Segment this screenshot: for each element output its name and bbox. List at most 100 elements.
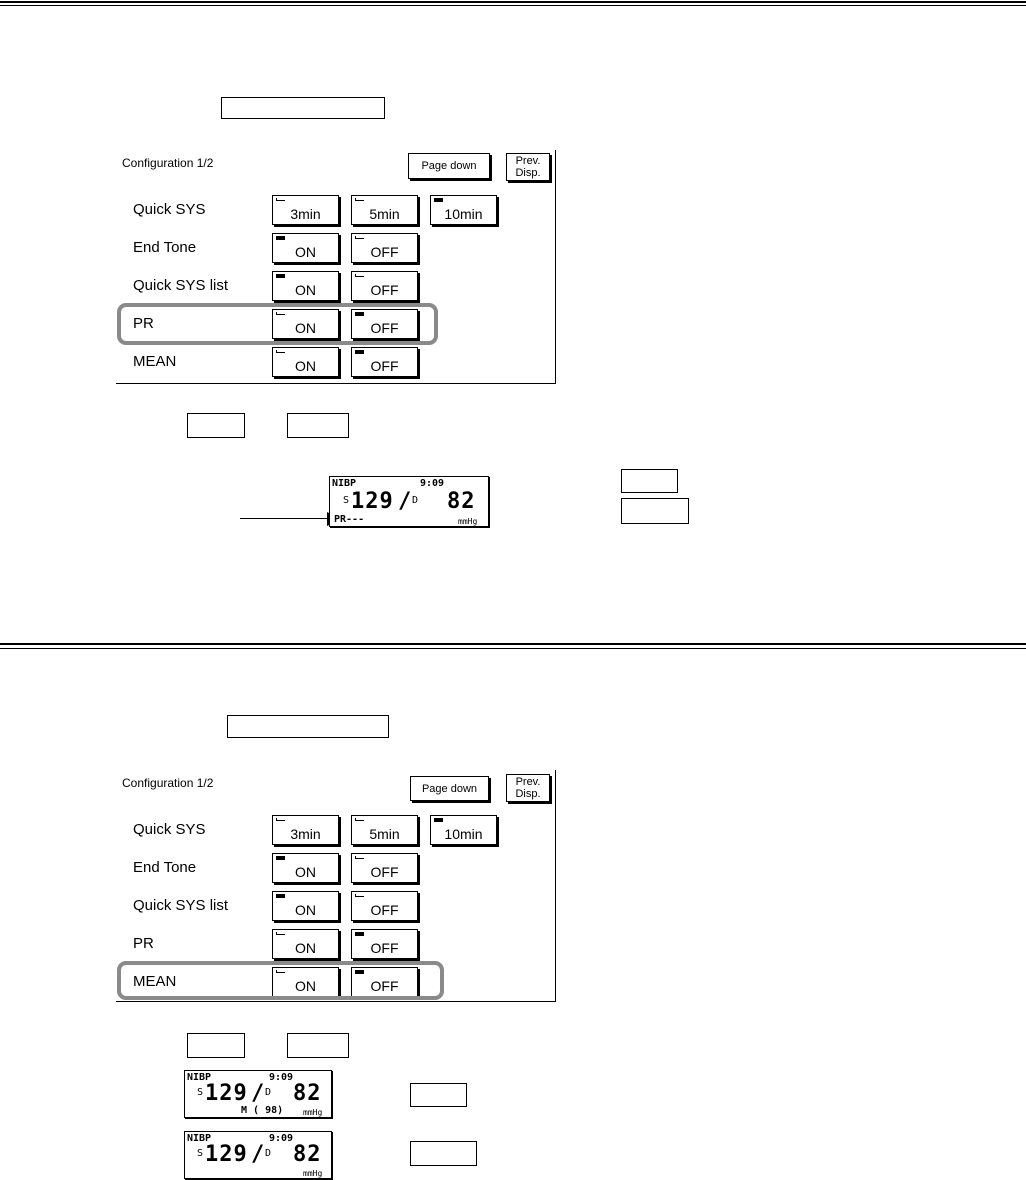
indicator-selected-icon: [276, 856, 285, 860]
section-rule-top: [0, 1, 1026, 3]
indicator-selected-icon: [434, 818, 443, 822]
mean-off-button[interactable]: OFF: [351, 347, 418, 377]
lcd-header: NIBP: [187, 1072, 212, 1083]
lcd-slash: /: [398, 489, 413, 514]
pr-row-highlight: [117, 303, 438, 345]
pr-off-button[interactable]: OFF: [351, 309, 418, 339]
lcd-header: NIBP: [187, 1133, 212, 1144]
end-tone-label: End Tone: [133, 859, 197, 876]
lcd-mean-readout: M ( 98): [241, 1105, 284, 1116]
quick-sys-3min-button[interactable]: 3min: [272, 815, 339, 845]
prev-disp-button[interactable]: Prev. Disp.: [506, 153, 550, 181]
quick-sys-list-on-button[interactable]: ON: [272, 891, 339, 921]
indicator-selected-icon: [276, 274, 285, 278]
quick-sys-label: Quick SYS: [133, 821, 206, 838]
quick-sys-10min-button[interactable]: 10min: [430, 195, 497, 225]
lcd-sys-value: 129: [351, 489, 394, 514]
end-tone-on-button[interactable]: ON: [272, 233, 339, 263]
section-rule-middle: [0, 643, 1026, 645]
end-tone-on-button[interactable]: ON: [272, 853, 339, 883]
lcd-time: 9:09: [269, 1133, 294, 1144]
redacted-key-box: [227, 715, 389, 738]
quick-sys-list-on-button[interactable]: ON: [272, 271, 339, 301]
indicator-selected-icon: [276, 894, 285, 898]
lcd-dia-label: D: [265, 1087, 272, 1098]
nibp-display-pr: NIBP 9:09 S 129 / D 82 PR--- mmHg: [329, 476, 489, 527]
quick-sys-list-off-button[interactable]: OFF: [351, 271, 418, 301]
lcd-header: NIBP: [332, 478, 357, 489]
pr-off-button[interactable]: OFF: [351, 929, 418, 959]
lcd-dia-value: 82: [293, 1142, 322, 1167]
indicator-icon: [276, 312, 285, 315]
redacted-key-box: [287, 413, 349, 438]
page-down-button[interactable]: Page down: [408, 153, 490, 179]
pr-label: PR: [133, 935, 154, 952]
mean-off-button[interactable]: OFF: [351, 967, 418, 997]
pr-label: PR: [133, 315, 154, 332]
pr-on-button[interactable]: ON: [272, 929, 339, 959]
redacted-key-box: [187, 1033, 245, 1058]
end-tone-off-button[interactable]: OFF: [351, 853, 418, 883]
lcd-slash: /: [251, 1142, 266, 1167]
lcd-sys-label: S: [197, 1087, 204, 1098]
indicator-icon: [355, 818, 364, 821]
end-tone-off-button[interactable]: OFF: [351, 233, 418, 263]
lcd-time: 9:09: [420, 478, 445, 489]
nibp-display-mean-on: NIBP 9:09 S 129 / D 82 M ( 98) mmHg: [184, 1070, 332, 1118]
mean-label: MEAN: [133, 353, 177, 370]
mean-label: MEAN: [133, 973, 177, 990]
redacted-key-box: [621, 498, 689, 524]
indicator-icon: [276, 198, 285, 201]
redacted-key-box: [221, 97, 385, 119]
lcd-sys-label: S: [197, 1148, 204, 1159]
redacted-key-box: [187, 413, 245, 438]
quick-sys-list-off-button[interactable]: OFF: [351, 891, 418, 921]
lcd-time: 9:09: [269, 1072, 294, 1083]
quick-sys-3min-button[interactable]: 3min: [272, 195, 339, 225]
mean-on-button[interactable]: ON: [272, 347, 339, 377]
page-down-button[interactable]: Page down: [410, 776, 489, 801]
redacted-key-box: [621, 469, 678, 493]
prev-disp-button[interactable]: Prev. Disp.: [506, 774, 550, 802]
mean-row-highlight: [117, 961, 444, 1000]
indicator-selected-icon: [276, 236, 285, 240]
pr-pointer-line: [240, 518, 328, 519]
indicator-icon: [276, 350, 285, 353]
indicator-icon: [355, 236, 364, 239]
indicator-icon: [276, 932, 285, 935]
section-rule-middle-2: [0, 648, 1026, 649]
quick-sys-5min-button[interactable]: 5min: [351, 815, 418, 845]
config-panel: Configuration 1/2 Page down Prev. Disp. …: [116, 150, 556, 384]
indicator-selected-icon: [355, 970, 364, 974]
indicator-selected-icon: [355, 312, 364, 316]
lcd-dia-label: D: [412, 495, 419, 506]
lcd-dia-value: 82: [447, 489, 476, 514]
quick-sys-list-label: Quick SYS list: [133, 897, 229, 914]
lcd-slash: /: [251, 1081, 266, 1106]
indicator-icon: [276, 818, 285, 821]
quick-sys-5min-button[interactable]: 5min: [351, 195, 418, 225]
quick-sys-label: Quick SYS: [133, 201, 206, 218]
lcd-sys-value: 129: [205, 1081, 248, 1106]
lcd-dia-label: D: [265, 1148, 272, 1159]
redacted-key-box: [410, 1083, 467, 1107]
indicator-icon: [355, 856, 364, 859]
redacted-key-box: [410, 1141, 477, 1166]
panel-title: Configuration 1/2: [122, 156, 214, 170]
nibp-display-mean-off: NIBP 9:09 S 129 / D 82 mmHg: [184, 1131, 332, 1179]
quick-sys-10min-button[interactable]: 10min: [430, 815, 497, 845]
indicator-icon: [355, 894, 364, 897]
indicator-selected-icon: [434, 198, 443, 202]
quick-sys-list-label: Quick SYS list: [133, 277, 229, 294]
indicator-selected-icon: [355, 932, 364, 936]
lcd-unit: mmHg: [303, 1169, 323, 1178]
lcd-dia-value: 82: [293, 1081, 322, 1106]
indicator-icon: [355, 274, 364, 277]
pr-on-button[interactable]: ON: [272, 309, 339, 339]
indicator-icon: [355, 198, 364, 201]
lcd-unit: mmHg: [303, 1108, 323, 1117]
lcd-unit: mmHg: [458, 517, 478, 526]
config-panel-2: Configuration 1/2 Page down Prev. Disp. …: [116, 770, 556, 1002]
lcd-sys-label: S: [343, 495, 350, 506]
end-tone-label: End Tone: [133, 239, 197, 256]
